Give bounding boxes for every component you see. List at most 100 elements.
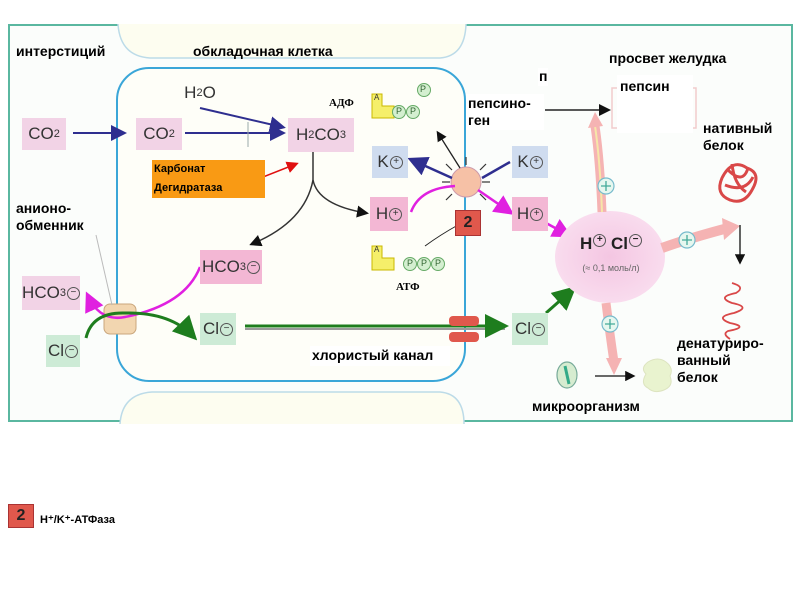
label-native-protein: нативный белок	[703, 120, 772, 154]
k-cell: K+	[372, 146, 408, 178]
native-protein-icon	[718, 163, 758, 203]
arrow-cl-to-acid	[545, 286, 577, 315]
cl-text: Cl	[514, 319, 532, 338]
h2o-o: O	[202, 83, 216, 102]
label-adp: АДФ	[329, 97, 354, 109]
chloride-channel-label-background	[310, 346, 450, 366]
acid-cl: Cl	[611, 234, 628, 253]
pink-arrow-to-microorganism	[601, 302, 619, 363]
destroyed-microorganism-icon	[642, 358, 672, 393]
phosphate-label: P	[410, 106, 417, 116]
label-denatured-protein-line2: ванный	[677, 352, 731, 368]
legend-number-badge: 2	[8, 504, 34, 528]
pepsin-label-background	[617, 75, 693, 133]
hcl-formula: H+ Cl−	[566, 234, 656, 254]
plus-charge-icon: +	[389, 155, 403, 169]
hcl-concentration: (≈ 0,1 моль/л)	[582, 263, 640, 273]
adenosine-label: A	[374, 245, 380, 254]
carbonic-anhydrase-box: Карбонат Дегидратаза	[152, 160, 265, 198]
cl-text: Cl	[47, 341, 65, 360]
minus-charge-icon: −	[220, 322, 234, 336]
label-atp: АТФ	[396, 281, 420, 293]
h-lumen: H+	[512, 197, 548, 231]
co2-text: CO	[143, 124, 169, 143]
label-pepsinogen-line2: ген	[468, 112, 491, 128]
plus-charge-icon: +	[593, 234, 607, 248]
cl-interstitium: Cl−	[46, 335, 80, 367]
k-text: K	[377, 152, 389, 171]
h2co3-h: H	[295, 125, 309, 144]
legend-text: H⁺/K⁺-АТФаза	[40, 514, 115, 526]
acid-h: H	[579, 234, 593, 253]
label-pepsinogen-line1: пепсино-	[468, 95, 531, 111]
plus-charge-icon: +	[529, 155, 543, 169]
phosphate-label: P	[435, 258, 442, 268]
label-stomach-lumen: просвет желудка	[609, 50, 727, 66]
k-text: K	[517, 152, 529, 171]
label-anion-exchanger-line2: обменник	[16, 217, 84, 233]
atp-molecule-icon	[371, 245, 445, 271]
denatured-protein-icon	[722, 282, 744, 340]
atpase-number-badge: 2	[455, 210, 481, 236]
enzyme-line1: Карбонат	[154, 163, 206, 175]
upper-cell-outline	[117, 23, 467, 59]
label-parietal-cell: обкладочная клетка	[193, 43, 333, 59]
h2co3-co: CO	[314, 125, 340, 144]
lower-cell-outline	[119, 391, 465, 425]
co2-subscript: 2	[53, 128, 60, 140]
h-text: H	[375, 204, 389, 223]
atpase-pump	[450, 166, 482, 198]
h2co3-subscript-2: 3	[339, 129, 347, 141]
plus-charge-icon: +	[530, 207, 544, 221]
arrow-h-to-lumen	[477, 188, 515, 215]
plus-charge-icon: +	[389, 207, 403, 221]
arrow-hco3-out	[85, 266, 202, 320]
cl-text: Cl	[202, 319, 220, 338]
label-native-protein-line2: белок	[703, 137, 744, 153]
anion-exchanger	[103, 303, 137, 335]
hco3-subscript: 3	[239, 261, 246, 273]
phosphate-label: P	[407, 258, 414, 268]
label-denatured-protein: денатуриро- ванный белок	[677, 335, 764, 386]
label-chloride-channel: хлористый канал	[312, 347, 434, 363]
h-text: H	[516, 204, 530, 223]
cl-cell: Cl−	[200, 313, 236, 345]
label-anion-exchanger-line1: анионо-	[16, 200, 72, 216]
k-lumen: K+	[512, 146, 548, 178]
h2co3-subscript-1: 2	[308, 129, 315, 141]
co2-subscript: 2	[168, 128, 175, 140]
hco3-subscript: 3	[59, 287, 66, 299]
co2-text: CO	[28, 124, 54, 143]
label-pepsin-fragment: п	[539, 68, 548, 84]
arrow-atp-hydrolysis	[436, 130, 461, 169]
phosphate-label: P	[421, 258, 428, 268]
label-native-protein-line1: нативный	[703, 120, 773, 136]
minus-charge-icon: −	[532, 322, 546, 336]
minus-charge-icon: −	[246, 260, 260, 274]
label-anion-exchanger: анионо- обменник	[16, 200, 84, 234]
arrow-h2o-to-h2co3	[199, 107, 286, 133]
label-microorganism: микроорганизм	[532, 398, 640, 414]
h2o-subscript: 2	[196, 87, 203, 99]
hco3-text: HCO	[202, 257, 240, 276]
label-denatured-protein-line3: белок	[677, 369, 718, 385]
arrow-k-into-cell	[407, 157, 453, 180]
minus-charge-icon: −	[66, 286, 80, 300]
phosphate-label: P	[420, 84, 427, 94]
arrow-h-into-pump	[409, 184, 456, 213]
phosphate-label: P	[396, 106, 403, 116]
cl-lumen: Cl−	[512, 313, 548, 345]
label-pepsinogen: пепсино- ген	[468, 95, 531, 129]
arrow-k-from-lumen	[481, 160, 511, 180]
arrow-cl-in	[84, 311, 198, 341]
hco3-text: HCO	[22, 283, 60, 302]
h2o-h: H	[184, 83, 197, 102]
label-pepsin: пепсин	[620, 78, 670, 94]
pepsin-fragment-background	[538, 68, 548, 86]
pepsinogen-label-background	[466, 94, 544, 130]
